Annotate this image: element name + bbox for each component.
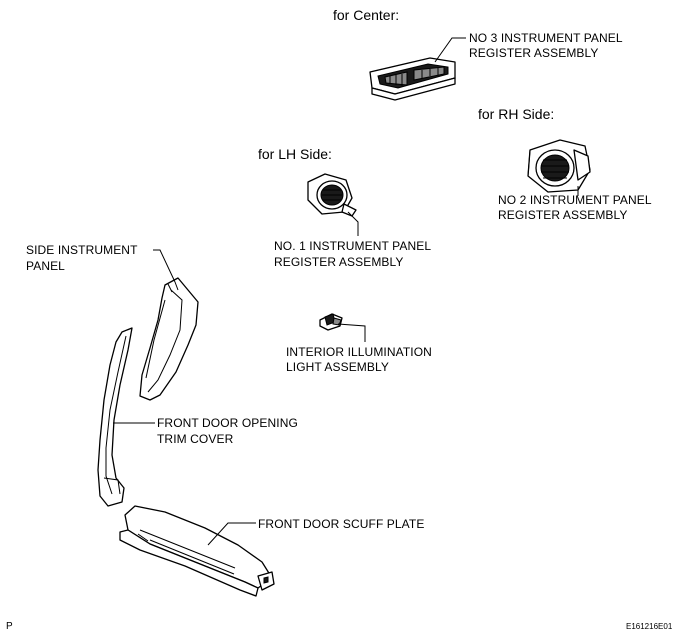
illumination-light-label-line2: LIGHT ASSEMBLY bbox=[286, 360, 389, 374]
no1-register-drawing bbox=[307, 173, 357, 217]
illumination-light-drawing bbox=[319, 313, 343, 331]
no2-register-drawing bbox=[527, 139, 591, 193]
header-for-lh-side: for LH Side: bbox=[258, 146, 332, 162]
no2-register-label-line2: REGISTER ASSEMBLY bbox=[498, 208, 628, 222]
no1-register-label-line2: REGISTER ASSEMBLY bbox=[274, 255, 404, 269]
no1-leader-line bbox=[347, 211, 359, 236]
side-instrument-panel-label-line2: PANEL bbox=[26, 259, 65, 273]
door-trim-cover-label-line2: TRIM COVER bbox=[157, 432, 234, 446]
scuff-plate-label: FRONT DOOR SCUFF PLATE bbox=[258, 517, 425, 531]
no3-register-drawing bbox=[369, 57, 456, 101]
scuff-plate-drawing bbox=[119, 505, 275, 597]
no2-register-label-line1: NO 2 INSTRUMENT PANEL bbox=[498, 193, 652, 207]
door-trim-cover-drawing bbox=[97, 327, 133, 507]
header-for-rh-side: for RH Side: bbox=[478, 106, 555, 122]
door-trim-cover-label-line1: FRONT DOOR OPENING bbox=[157, 416, 298, 430]
header-for-center: for Center: bbox=[333, 7, 400, 23]
no3-register-label-line1: NO 3 INSTRUMENT PANEL bbox=[469, 31, 623, 45]
figure-id: E161216E01 bbox=[626, 622, 673, 631]
side-instrument-panel-label-line1: SIDE INSTRUMENT bbox=[26, 243, 138, 257]
no3-leader-line bbox=[434, 37, 466, 63]
no3-register-label-line2: REGISTER ASSEMBLY bbox=[469, 46, 599, 60]
side-panel-leader-line bbox=[153, 249, 176, 283]
illum-leader-line bbox=[337, 323, 366, 342]
corner-mark: P bbox=[6, 621, 13, 632]
scuff-leader-line bbox=[207, 522, 256, 546]
illumination-light-label-line1: INTERIOR ILLUMINATION bbox=[286, 345, 432, 359]
no1-register-label-line1: NO. 1 INSTRUMENT PANEL bbox=[274, 239, 432, 253]
side-instrument-panel-drawing bbox=[139, 277, 199, 401]
